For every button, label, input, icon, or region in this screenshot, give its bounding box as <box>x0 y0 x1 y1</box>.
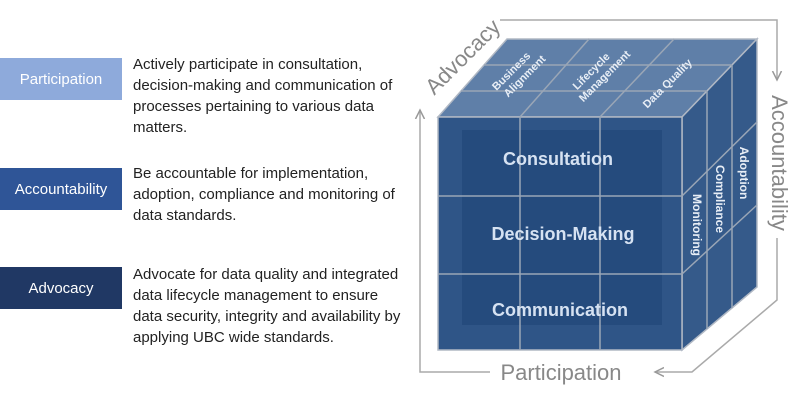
side-item-adoption: Adoption <box>737 147 751 200</box>
advocacy-label: Advocacy <box>0 267 122 309</box>
advocacy-arrow <box>500 19 777 80</box>
row-consultation: Consultation <box>503 149 613 169</box>
row-communication: Communication <box>492 300 628 320</box>
side-item-monitoring: Monitoring <box>690 194 704 256</box>
participation-arrow <box>420 110 490 373</box>
axis-label-accountability: Accountability <box>767 95 792 231</box>
participation-label: Participation <box>0 58 122 100</box>
accountability-arrow <box>655 238 778 372</box>
row-decision-making: Decision-Making <box>491 224 634 244</box>
axis-label-participation: Participation <box>500 360 621 385</box>
participation-description: Actively participate in consultation, de… <box>133 56 393 136</box>
advocacy-description: Advocate for data quality and integrated… <box>133 266 401 346</box>
side-item-compliance: Compliance <box>713 165 727 233</box>
accountability-description: Be accountable for implementation, adopt… <box>133 165 395 224</box>
accountability-label: Accountability <box>0 168 122 210</box>
